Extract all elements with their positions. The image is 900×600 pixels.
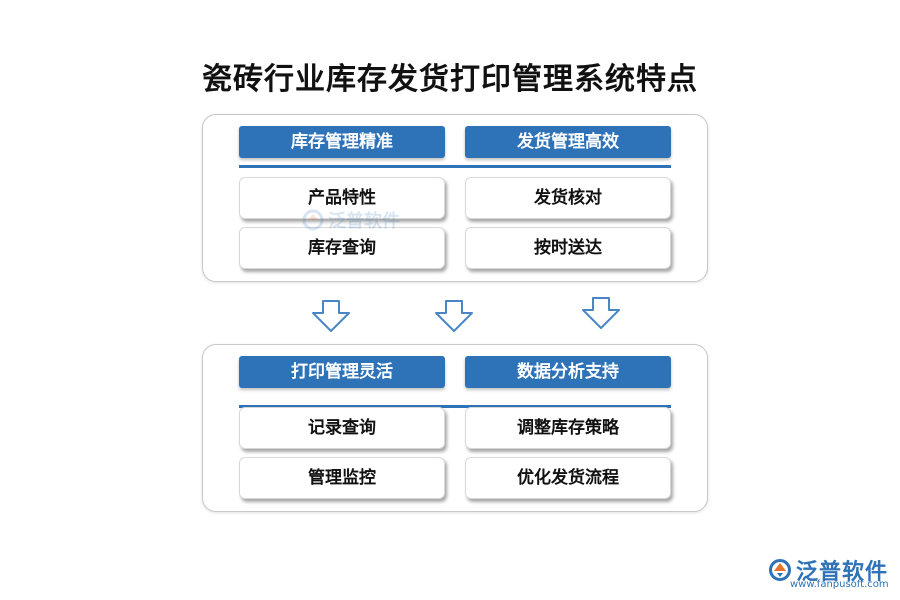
down-arrow-icon [312,300,350,332]
bottom-panel: 打印管理灵活 数据分析支持 记录查询 管理监控 调整库存策略 优化发货流程 [202,344,708,512]
item-record-query: 记录查询 [239,407,445,449]
fanpu-logo-icon [769,559,791,581]
brand-logo-text: 泛普软件 [796,560,889,585]
watermark-text: 泛普软件 [328,211,400,232]
item-on-time-delivery: 按时送达 [465,227,671,269]
watermark-logo-icon [302,209,324,231]
down-arrow-icon [435,300,473,332]
brand-logo: 泛普软件 [768,554,888,586]
page-title: 瓷砖行业库存发货打印管理系统特点 [202,62,698,97]
divider-line [239,165,671,168]
header-data-analysis: 数据分析支持 [465,356,671,388]
item-product-features: 产品特性 [239,177,445,219]
header-inventory: 库存管理精准 [239,126,445,158]
header-printing: 打印管理灵活 [239,356,445,388]
brand-url: www.fanpusoft.com [790,579,889,590]
divider-line [239,405,671,408]
item-adjust-inventory-strategy: 调整库存策略 [465,407,671,449]
item-optimize-shipping-process: 优化发货流程 [465,457,671,499]
item-management-monitoring: 管理监控 [239,457,445,499]
item-inventory-query: 库存查询 [239,227,445,269]
top-panel: 库存管理精准 发货管理高效 产品特性 库存查询 发货核对 按时送达 [202,114,708,282]
down-arrow-icon [582,297,620,329]
item-shipping-check: 发货核对 [465,177,671,219]
watermark: 泛普软件 [302,207,400,233]
header-shipping: 发货管理高效 [465,126,671,158]
